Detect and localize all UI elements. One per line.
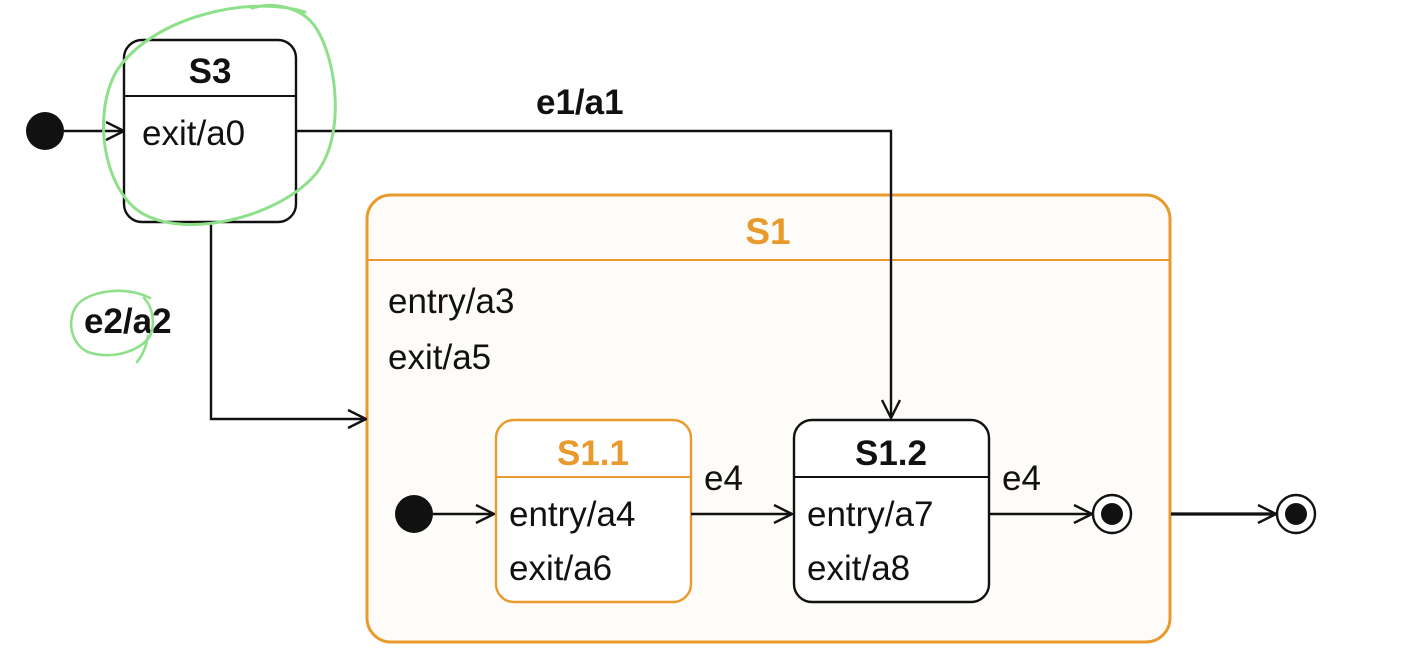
state-s1-2-action-entry: entry/a7 — [807, 495, 933, 534]
transition-s3-to-s1-2[interactable] — [296, 129, 891, 418]
transition-s3-to-s1-2-label: e1/a1 — [536, 83, 624, 122]
transition-s1-1-to-s1-2-label: e4 — [704, 459, 743, 498]
state-s1-1-action-entry: entry/a4 — [509, 495, 635, 534]
state-s1-2-action-exit: exit/a8 — [807, 549, 910, 588]
annotation-circle-e2 — [69, 289, 155, 364]
state-s1-1[interactable]: S1.1 entry/a4 exit/a6 — [494, 418, 693, 604]
initial-pseudostate-s1 — [395, 495, 433, 533]
annotation-circle-s3 — [102, 4, 337, 226]
state-s1-2[interactable]: S1.2 entry/a7 exit/a8 — [792, 418, 991, 604]
state-s1-name: S1 — [745, 211, 790, 252]
transition-s1-2-to-final-label: e4 — [1002, 459, 1041, 498]
transition-s3-to-s1-label: e2/a2 — [84, 302, 172, 341]
state-s1-1-action-exit: exit/a6 — [509, 549, 612, 588]
final-state-s1 — [1091, 493, 1133, 535]
initial-pseudostate-outer — [26, 112, 64, 150]
state-s1-action-exit: exit/a5 — [388, 338, 491, 377]
state-s3-name: S3 — [189, 52, 232, 91]
transition-s3-to-s1[interactable] — [209, 222, 366, 419]
state-s3-action-exit: exit/a0 — [142, 114, 245, 153]
state-s1-action-entry: entry/a3 — [388, 282, 514, 321]
state-s1-1-name: S1.1 — [557, 434, 629, 473]
state-s3[interactable]: S3 exit/a0 — [122, 38, 298, 224]
final-state-outer — [1275, 493, 1317, 535]
state-s1-2-name: S1.2 — [855, 434, 927, 473]
state-s1[interactable]: S1 entry/a3 exit/a5 — [365, 193, 1172, 644]
